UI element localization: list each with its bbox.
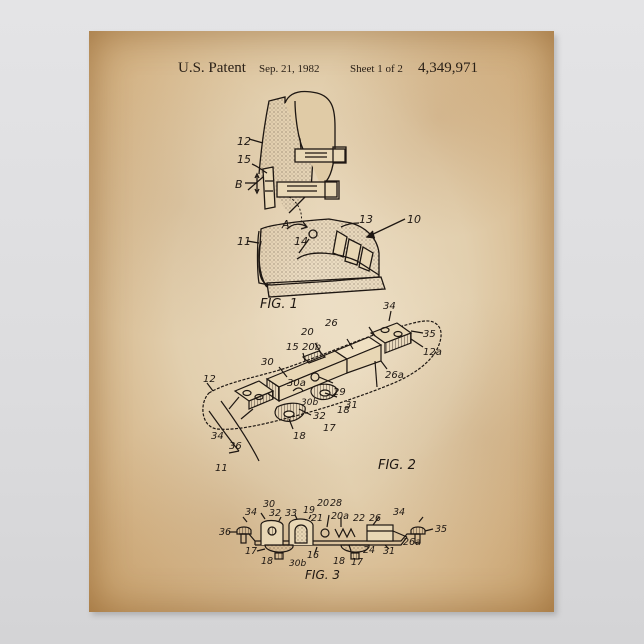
label-36: 36 [219, 527, 231, 538]
label-12: 12 [237, 135, 251, 148]
label-16: 16 [307, 550, 319, 561]
label-34: 34 [383, 301, 396, 312]
label-20a: 20a [331, 511, 349, 522]
label-19: 19 [303, 505, 315, 516]
label-30b: 30b [301, 398, 318, 408]
label-34: 34 [245, 507, 257, 518]
label-35: 35 [423, 329, 436, 340]
patent-poster: U.S. Patent Sep. 21, 1982 Sheet 1 of 2 4… [89, 31, 554, 612]
label-31: 31 [383, 546, 395, 557]
label-30: 30 [263, 499, 275, 510]
label-30: 30 [261, 357, 274, 368]
patent-drawing: 12 15 B 10 A 13 11 14 FIG. 1 [202, 90, 447, 582]
patent-date: Sep. 21, 1982 [259, 63, 320, 75]
label-a: A [281, 218, 290, 231]
label-14: 14 [294, 235, 308, 248]
fig3-side-view [229, 512, 434, 560]
patent-header: U.S. Patent Sep. 21, 1982 Sheet 1 of 2 4… [89, 60, 554, 80]
fig2-labels: 34 26 20 35 15 20b 12a 30 30a 26a 12 30b… [203, 301, 442, 474]
label-33: 33 [285, 508, 297, 519]
label-26: 26 [325, 318, 338, 329]
label-20: 20 [301, 327, 314, 338]
label-15: 15 [237, 153, 251, 166]
label-26a: 26a [403, 537, 421, 548]
label-32: 32 [313, 411, 326, 422]
label-24: 24 [363, 545, 375, 556]
label-10: 10 [407, 213, 421, 226]
fig2-binding [202, 310, 442, 462]
label-13: 13 [359, 213, 373, 226]
sheet-number: Sheet 1 of 2 [350, 63, 403, 75]
label-18: 18 [337, 405, 350, 416]
label-31: 31 [345, 400, 358, 411]
label-35: 35 [435, 524, 447, 535]
label-21: 21 [311, 513, 323, 524]
label-20: 20 [317, 498, 329, 509]
label-29: 29 [333, 387, 346, 398]
label-36: 36 [229, 441, 242, 452]
label-18b: 18 [333, 556, 345, 567]
label-18b: 18 [293, 431, 306, 442]
label-15: 15 [286, 342, 299, 353]
label-17: 17 [245, 546, 257, 557]
fig1-caption: FIG. 1 [260, 297, 298, 312]
label-20b: 20b [302, 342, 321, 353]
patent-office-title: U.S. Patent [178, 60, 246, 76]
patent-number: 4,349,971 [418, 60, 478, 76]
label-26: 26 [369, 513, 381, 524]
label-32: 32 [269, 508, 281, 519]
fig1-labels: 12 15 B 10 A 13 11 14 FIG. 1 [235, 135, 421, 312]
label-17b: 17 [351, 557, 363, 568]
label-b: B [235, 178, 243, 191]
fig3-caption: FIG. 3 [305, 568, 340, 582]
label-17: 17 [323, 423, 336, 434]
label-22: 22 [353, 513, 365, 524]
fig3-labels: 30 20 28 34 32 33 19 21 20a 22 26 34 36 … [219, 498, 447, 582]
label-30a: 30a [287, 378, 306, 389]
fig2-caption: FIG. 2 [378, 458, 416, 473]
label-11: 11 [215, 463, 228, 474]
label-26a: 26a [385, 370, 404, 381]
label-18: 18 [261, 556, 273, 567]
label-34b: 34 [393, 507, 405, 518]
label-12: 12 [203, 374, 216, 385]
label-12a: 12a [423, 347, 442, 358]
fig1-ski-boot [245, 90, 406, 298]
label-28: 28 [330, 498, 342, 509]
label-34b: 34 [211, 431, 224, 442]
label-30b: 30b [289, 559, 306, 569]
label-11: 11 [237, 235, 251, 248]
